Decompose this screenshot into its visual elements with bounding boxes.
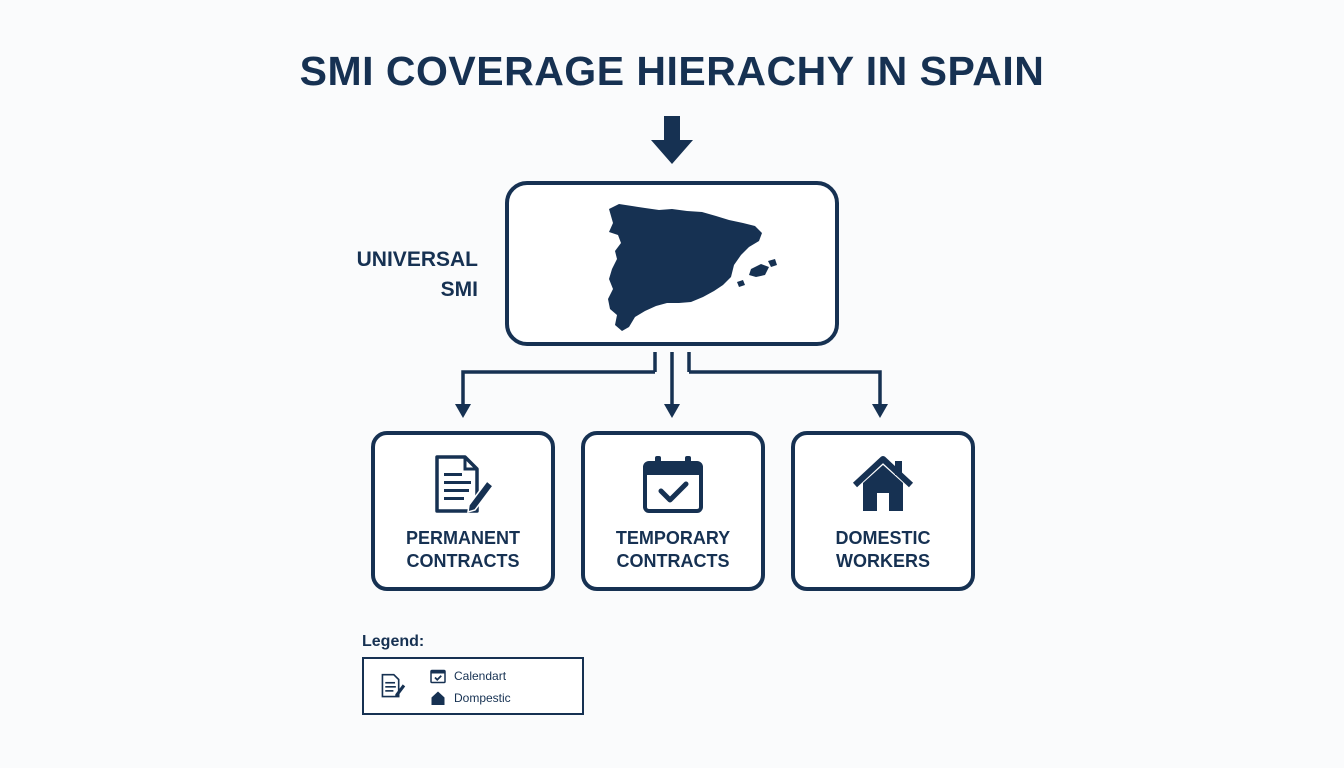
- child-label-line1: PERMANENT: [405, 528, 520, 548]
- child-label: DOMESTIC WORKERS: [795, 527, 971, 573]
- child-node-temporary: TEMPORARY CONTRACTS: [581, 431, 765, 591]
- house-icon: [852, 456, 914, 511]
- child-label-line1: TEMPORARY: [615, 528, 731, 548]
- arrow-right-icon: [872, 404, 888, 418]
- document-pen-icon: [381, 673, 406, 698]
- legend-title: Legend:: [362, 633, 425, 650]
- child-label-line1: DOMESTIC: [835, 528, 931, 548]
- house-icon: [431, 691, 445, 705]
- legend: Calendart Dompestic: [362, 657, 584, 715]
- arrow-center-icon: [664, 404, 680, 418]
- root-label-line2: SMI: [440, 278, 478, 301]
- document-pen-icon: [435, 455, 495, 514]
- child-label-line2: WORKERS: [836, 551, 930, 571]
- child-node-domestic: DOMESTIC WORKERS: [791, 431, 975, 591]
- child-node-permanent: PERMANENT CONTRACTS: [371, 431, 555, 591]
- calendar-check-icon: [643, 456, 703, 513]
- diagram-title: SMI COVERAGE HIERACHY IN SPAIN: [299, 48, 1045, 94]
- child-label-line2: CONTRACTS: [616, 551, 730, 571]
- legend-item-label: Dompestic: [454, 691, 511, 705]
- arrow-left-icon: [455, 404, 471, 418]
- root-label-line1: UNIVERSAL: [356, 248, 478, 271]
- child-label-line2: CONTRACTS: [406, 551, 520, 571]
- child-label: PERMANENT CONTRACTS: [375, 527, 551, 573]
- child-label: TEMPORARY CONTRACTS: [585, 527, 761, 573]
- root-label: UNIVERSAL SMI: [330, 245, 478, 305]
- calendar-check-icon: [430, 669, 446, 684]
- legend-item-label: Calendart: [454, 669, 507, 683]
- root-node: [505, 181, 839, 346]
- spain-map-icon: [608, 204, 777, 331]
- top-arrow-icon: [651, 116, 693, 164]
